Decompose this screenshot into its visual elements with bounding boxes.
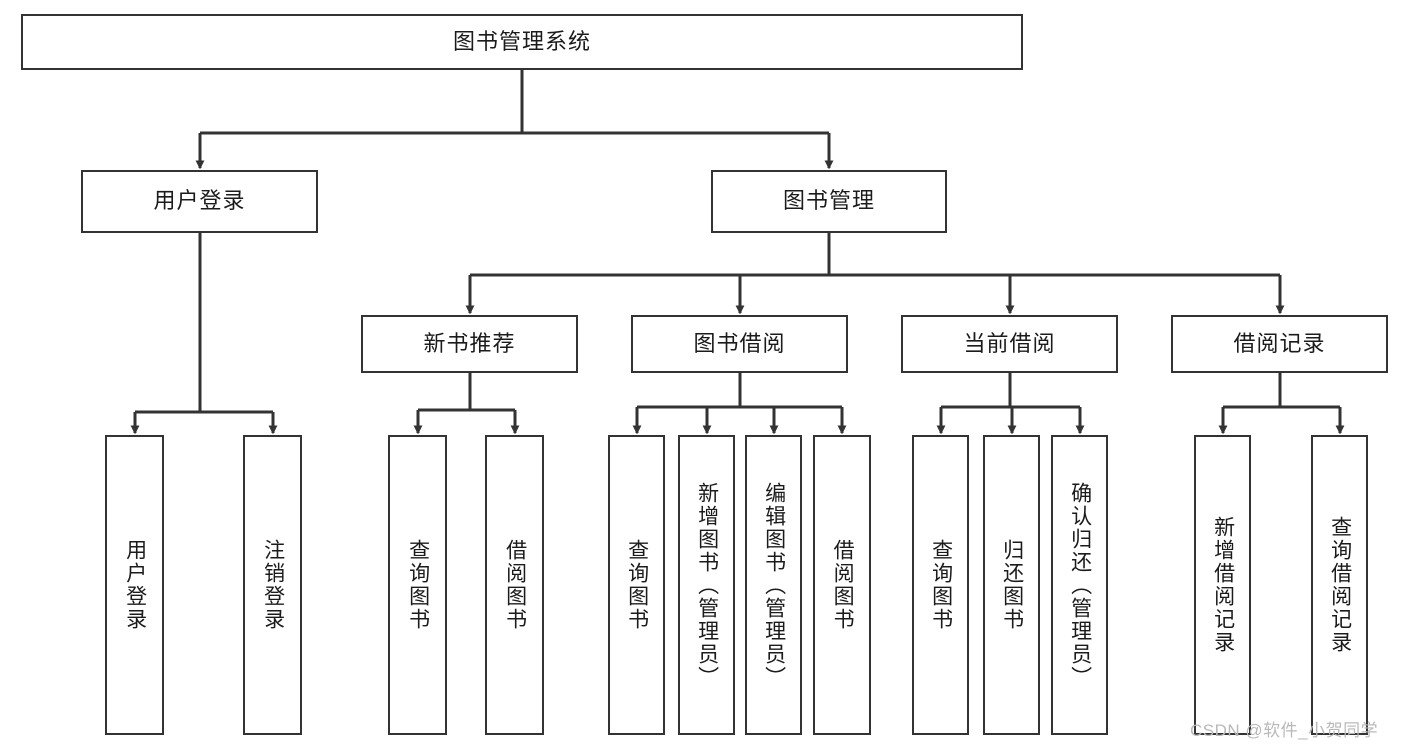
- node-label: 新增借阅记录: [1211, 516, 1235, 654]
- node-leaf-login-2[interactable]: 注销登录: [243, 435, 302, 735]
- node-label: 借阅图书: [831, 539, 855, 631]
- node-leaf-login-1[interactable]: 用户登录: [105, 435, 164, 735]
- node-label: 查询借阅记录: [1328, 516, 1352, 654]
- node-label: 用户登录: [123, 539, 147, 631]
- node-label: 查询图书: [406, 539, 430, 631]
- node-label: 图书借阅: [693, 330, 786, 356]
- node-root[interactable]: 图书管理系统: [21, 14, 1023, 70]
- node-label: 新增图书（管理员）: [695, 481, 719, 689]
- node-leaf-borrow-2[interactable]: 新增图书（管理员）: [678, 435, 735, 735]
- node-label: 归还图书: [1000, 539, 1024, 631]
- node-label: 确认归还（管理员）: [1068, 481, 1092, 689]
- node-leaf-cur-1[interactable]: 查询图书: [912, 435, 969, 735]
- node-bookmgmt[interactable]: 图书管理: [711, 170, 947, 233]
- node-label: 当前借阅: [963, 330, 1056, 356]
- node-current[interactable]: 当前借阅: [901, 315, 1118, 373]
- node-label: 编辑图书（管理员）: [762, 481, 786, 689]
- node-leaf-borrow-4[interactable]: 借阅图书: [813, 435, 871, 735]
- node-label: 注销登录: [261, 539, 285, 631]
- node-leaf-new-1[interactable]: 查询图书: [388, 435, 447, 735]
- node-label: 借阅记录: [1233, 330, 1326, 356]
- node-label: 借阅图书: [503, 539, 527, 631]
- node-leaf-borrow-1[interactable]: 查询图书: [608, 435, 665, 735]
- node-borrow[interactable]: 图书借阅: [631, 315, 848, 373]
- node-label: 用户登录: [153, 188, 246, 214]
- node-leaf-borrow-3[interactable]: 编辑图书（管理员）: [745, 435, 802, 735]
- node-label: 查询图书: [929, 539, 953, 631]
- node-newbook[interactable]: 新书推荐: [361, 315, 578, 373]
- node-records[interactable]: 借阅记录: [1171, 315, 1388, 373]
- node-leaf-rec-1[interactable]: 新增借阅记录: [1194, 435, 1251, 735]
- node-login[interactable]: 用户登录: [81, 170, 318, 233]
- node-label: 图书管理系统: [452, 28, 591, 54]
- node-leaf-cur-2[interactable]: 归还图书: [983, 435, 1040, 735]
- node-leaf-new-2[interactable]: 借阅图书: [485, 435, 544, 735]
- node-label: 查询图书: [625, 539, 649, 631]
- node-label: 图书管理: [782, 188, 875, 214]
- node-leaf-rec-2[interactable]: 查询借阅记录: [1311, 435, 1368, 735]
- node-leaf-cur-3[interactable]: 确认归还（管理员）: [1051, 435, 1108, 735]
- node-label: 新书推荐: [423, 330, 516, 356]
